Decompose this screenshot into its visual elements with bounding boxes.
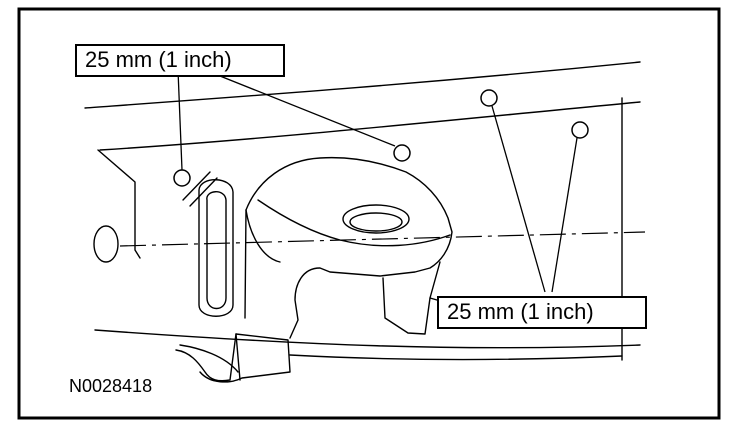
figure-frame xyxy=(17,7,721,420)
bracket-hole-inner xyxy=(349,212,403,232)
body-contour-bottom xyxy=(289,354,623,361)
measure-point-2 xyxy=(393,144,411,162)
leader-line xyxy=(551,137,578,293)
break-mark xyxy=(189,177,218,207)
measure-point-1 xyxy=(173,169,191,187)
bottom-clip xyxy=(175,333,291,383)
body-contour-lower xyxy=(94,329,641,349)
slot-opening xyxy=(206,191,227,310)
leader-line xyxy=(491,105,546,293)
measurement-callout-lower: 25 mm (1 inch) xyxy=(437,296,647,329)
bracket-hole xyxy=(342,204,410,234)
break-mark xyxy=(182,171,211,201)
bracket-body xyxy=(244,156,453,339)
leader-line xyxy=(177,69,183,171)
center-line xyxy=(119,231,646,247)
bracket-leg xyxy=(382,261,441,335)
figure-id: N0028418 xyxy=(69,376,153,396)
body-contour-middle xyxy=(99,101,641,151)
measure-point-3 xyxy=(480,89,498,107)
left-flange xyxy=(97,149,141,259)
bracket-side xyxy=(245,209,281,263)
bottom-clip-fold xyxy=(235,333,241,381)
bracket-inner-edge xyxy=(257,199,451,247)
left-hole xyxy=(93,225,119,263)
bracket-leg-edge xyxy=(429,297,438,301)
slot-outline xyxy=(198,179,234,317)
bottom-clip-line xyxy=(179,344,239,373)
body-contour-upper xyxy=(84,61,641,109)
measure-point-4 xyxy=(571,121,589,139)
leader-line xyxy=(204,69,396,147)
measurement-callout-upper: 25 mm (1 inch) xyxy=(75,44,285,77)
